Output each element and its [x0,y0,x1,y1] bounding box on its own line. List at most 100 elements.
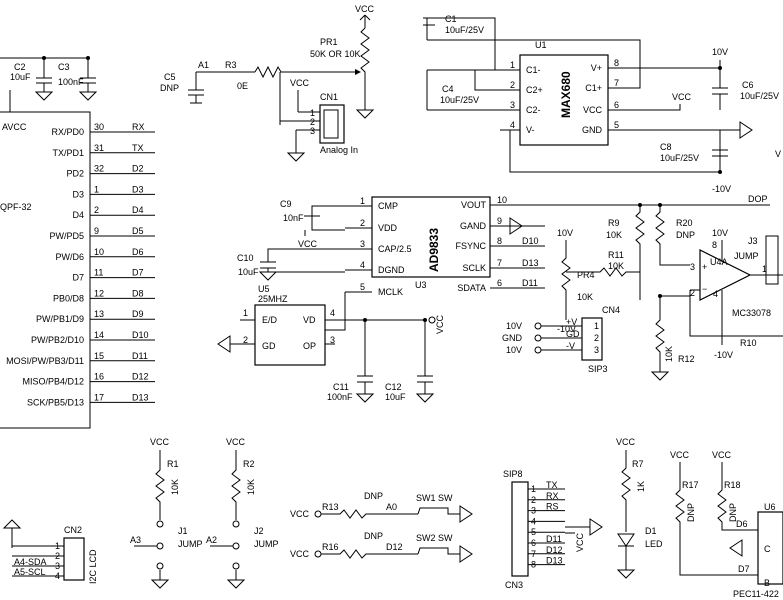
cn4-net: 10V [506,345,522,355]
ad9833-left-name: DGND [378,265,405,275]
mcu-pin-number: 10 [94,247,104,257]
sip8-net: D12 [546,545,563,555]
cn4-net: GND [502,333,523,343]
ad9833-left-name: CAP/2.5 [378,244,412,254]
sip8-pin: 7 [531,549,536,559]
r18-vcc: VCC [712,450,732,460]
max680-left-num: 4 [510,120,515,130]
u6-d6: D6 [736,519,748,529]
r3-ref: R3 [225,60,237,70]
j1-net: A3 [130,535,141,545]
r7-vcc: VCC [616,437,636,447]
jumper-j2: VCC R2 10K A2 J2 JUMP [206,437,279,589]
r10-ref: R10 [740,338,757,348]
mcu-pin-net: D2 [132,164,144,174]
r20-value: DNP [676,230,695,240]
c5-value: DNP [160,83,179,93]
j1-label: JUMP [178,539,203,549]
c1-value: 10uF/25V [445,25,484,35]
sip8-pin: 5 [531,527,536,537]
r18-value: DNP [728,503,738,522]
mcu-avcc-label: AVCC [2,122,27,132]
r1-vcc: VCC [150,437,170,447]
mcu-pin-number: 2 [94,205,99,215]
r9-ref: R9 [608,218,620,228]
cn4-signal: -V [566,341,575,351]
max680-left-num: 1 [510,60,515,70]
cn2-ref: CN2 [64,525,82,535]
sip8-vcc: VCC [575,532,585,552]
ad9833-right-num: 7 [497,258,502,268]
cn4-label: SIP3 [588,364,608,374]
mcu-pin-number: 17 [94,392,104,402]
mcu-pin-net: D6 [132,247,144,257]
cn2-label: I2C LCD [88,549,98,584]
sip8-pin: 3 [531,506,536,516]
ad9833-left-num: 5 [360,282,365,292]
r1-value: 10K [170,479,180,495]
u4-pin1: 1 [762,264,767,274]
mcu-pin-net: RX [132,122,145,132]
mcu-pin-net: D11 [132,351,148,361]
switch-vcc-terminal [314,510,322,518]
u5-pin1-name: E/D [262,315,278,325]
r3-value: 0E [237,81,248,91]
mcu-pin-name: MISO/PB4/D12 [22,377,84,387]
sip8-net: TX [546,480,558,490]
u4-pin3: 3 [690,262,695,272]
u5-pin2-num: 2 [243,335,248,345]
r17-ref: R17 [682,480,699,490]
max680-left-name: C2+ [526,85,543,95]
u5-ref: U5 [258,284,270,294]
sip8-pin: 6 [531,538,536,548]
switch-ground [459,505,473,523]
sip8-net: RX [546,491,559,501]
cn2-net: A5-SCL [14,567,46,577]
r11-ref: R11 [608,250,624,260]
c3-ref: C3 [58,62,70,72]
d1-ref: D1 [645,526,657,536]
mcu-pin-name: D3 [72,189,84,199]
opamp-section: DOP R9 10K R20 DNP 10V -10V PR4 10K R11 … [517,194,783,381]
max680-left-num: 2 [510,80,515,90]
max680-left-name: C1- [526,65,541,75]
mcu-pin-name: TX/PD1 [52,148,84,158]
j2-label: JUMP [254,539,279,549]
cn4-terminal [534,334,542,342]
switch-resistor [321,509,418,519]
mcu-pin-name: D4 [72,210,84,220]
mcu-pin-net: D13 [132,392,149,402]
cn2-net: A4-SDA [14,557,47,567]
cn1-vcc: VCC [290,78,310,88]
u6-part: PEC11-422 [733,589,779,599]
j2-net: A2 [206,535,217,545]
cn4-pin: 2 [594,333,599,343]
opamp-plus: + [702,262,707,272]
switch-contact [417,547,460,555]
mcu-pin-name: MOSI/PW/PB3/D11 [6,356,84,366]
mcu-pin-net: D3 [132,184,144,194]
r12-ref: R12 [678,354,695,364]
r1-ref: R1 [167,459,179,469]
ad9833-net: D13 [522,258,539,268]
pr4-value: 10K [577,292,593,302]
c1-ref: C1 [445,14,457,24]
sip8-pin: 8 [531,560,536,570]
max680-right-num: 5 [614,120,619,130]
cn1-label: Analog In [320,145,358,155]
u6-b: B [764,578,770,588]
mcu-pin-number: 13 [94,309,104,319]
c9-value: 10nF [283,213,304,223]
max680-right-num: 8 [614,58,619,68]
vcc-u3: VCC [298,239,318,249]
cap-c2-c3: C2 10uF C3 100nF [0,56,98,101]
j3-ref: J3 [748,236,758,246]
ad9833-left-name: CMP [378,201,398,211]
